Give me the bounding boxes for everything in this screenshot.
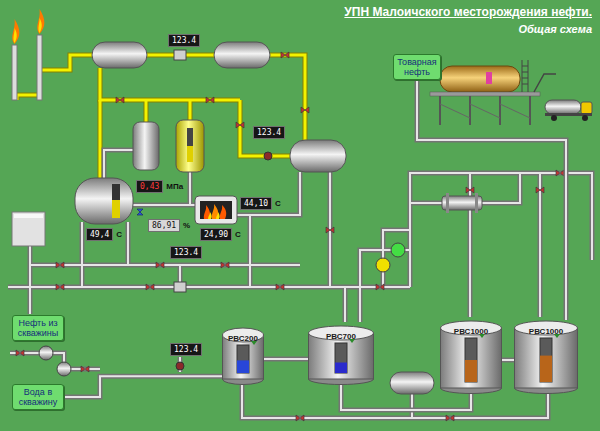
vertical-vessel [133,120,204,172]
tank-label: РВС200 [228,334,258,343]
readout-display: 123.4 [170,246,202,259]
heat-exchanger [442,193,482,213]
tank-body [309,333,374,379]
tank-truck [545,100,592,121]
storage-tank: РВС1000 [514,320,578,394]
pipe-connector [264,358,308,359]
unit-label: МПа [166,182,183,191]
pipe-outline [64,376,222,397]
drain-tank [390,372,434,394]
pipe-outline [264,356,308,361]
level-fill [237,360,249,373]
level-gauge [465,338,477,382]
level-fill [335,363,347,374]
level-fill [465,360,477,382]
storage-tank: РВС1000 [440,320,502,394]
flow-meter [174,50,272,370]
unit-label: % [183,221,190,230]
value-readout: 24,90 [200,228,232,241]
value-readout: 123.4 [253,126,285,139]
value-readout: 44,10 [240,197,272,210]
storage-tank: РВС700 [308,325,374,385]
pipe-core [64,376,222,397]
pipe-core [417,80,566,320]
valve-symbol [16,52,564,421]
oil-pipe [8,150,592,418]
readout-display: 123.4 [253,126,285,139]
tank-label: РВС700 [326,332,356,341]
readout-display: 123.4 [168,34,200,47]
readout-display: 0,43МПа [136,180,183,193]
readout-display: 49,4С [86,228,122,241]
unit-label: С [235,230,241,239]
pipe-connector [417,80,566,320]
readout-display: 44,10С [240,197,281,210]
tank-label: РВС1000 [529,327,563,336]
unit-label: С [275,199,281,208]
oil-pipe [8,150,592,418]
level-gauge [540,338,552,382]
readout-display: 86,91% [148,219,190,232]
tank-body [223,335,264,379]
tank-lid [309,326,374,340]
pipe-core [264,358,308,360]
nav-button: Товарная нефть [393,54,441,80]
gas-vessel [92,42,346,172]
pipe-outline [417,80,566,320]
tank-lid [223,328,264,342]
pipe-connector [64,376,222,397]
level-gauge [237,345,249,373]
separator-vessel [75,178,143,224]
tank-label: РВС1000 [454,327,488,336]
storage-tank: РВС200 [222,327,264,385]
control-cabinet [12,212,45,246]
gas-pipe [17,55,305,178]
tank-body [515,328,578,388]
level-fill [540,356,552,382]
value-readout: 0,43 [136,180,163,193]
value-readout: 123.4 [170,343,202,356]
tank-body [441,328,502,388]
readout-display: 123.4 [170,343,202,356]
readout-display: 24,90С [200,228,241,241]
button-label: Нефть из скважины [16,318,60,338]
value-readout: 86,91 [148,219,180,232]
pipe-core [502,359,514,361]
level-gauge [335,343,347,373]
tank-lid [515,321,578,335]
value-readout: 123.4 [168,34,200,47]
value-readout: 123.4 [170,246,202,259]
loading-rack [430,60,556,125]
gas-pipe [17,55,305,178]
nav-button: Нефть из скважины [12,315,64,341]
nav-button: Вода в скважину [12,384,64,410]
value-readout: 49,4 [86,228,113,241]
button-label: Товарная нефть [397,57,437,77]
pipe-connector [502,360,514,361]
subtitle-label: Общая схема [519,23,593,35]
flare-stack [12,9,44,100]
diagram-title: УПН Малоичского месторождения нефти. [344,5,592,19]
button-label: Вода в скважину [16,387,60,407]
furnace [195,196,237,224]
pipe-outline [502,358,514,363]
tank-lid [441,321,502,335]
unit-label: С [116,230,122,239]
